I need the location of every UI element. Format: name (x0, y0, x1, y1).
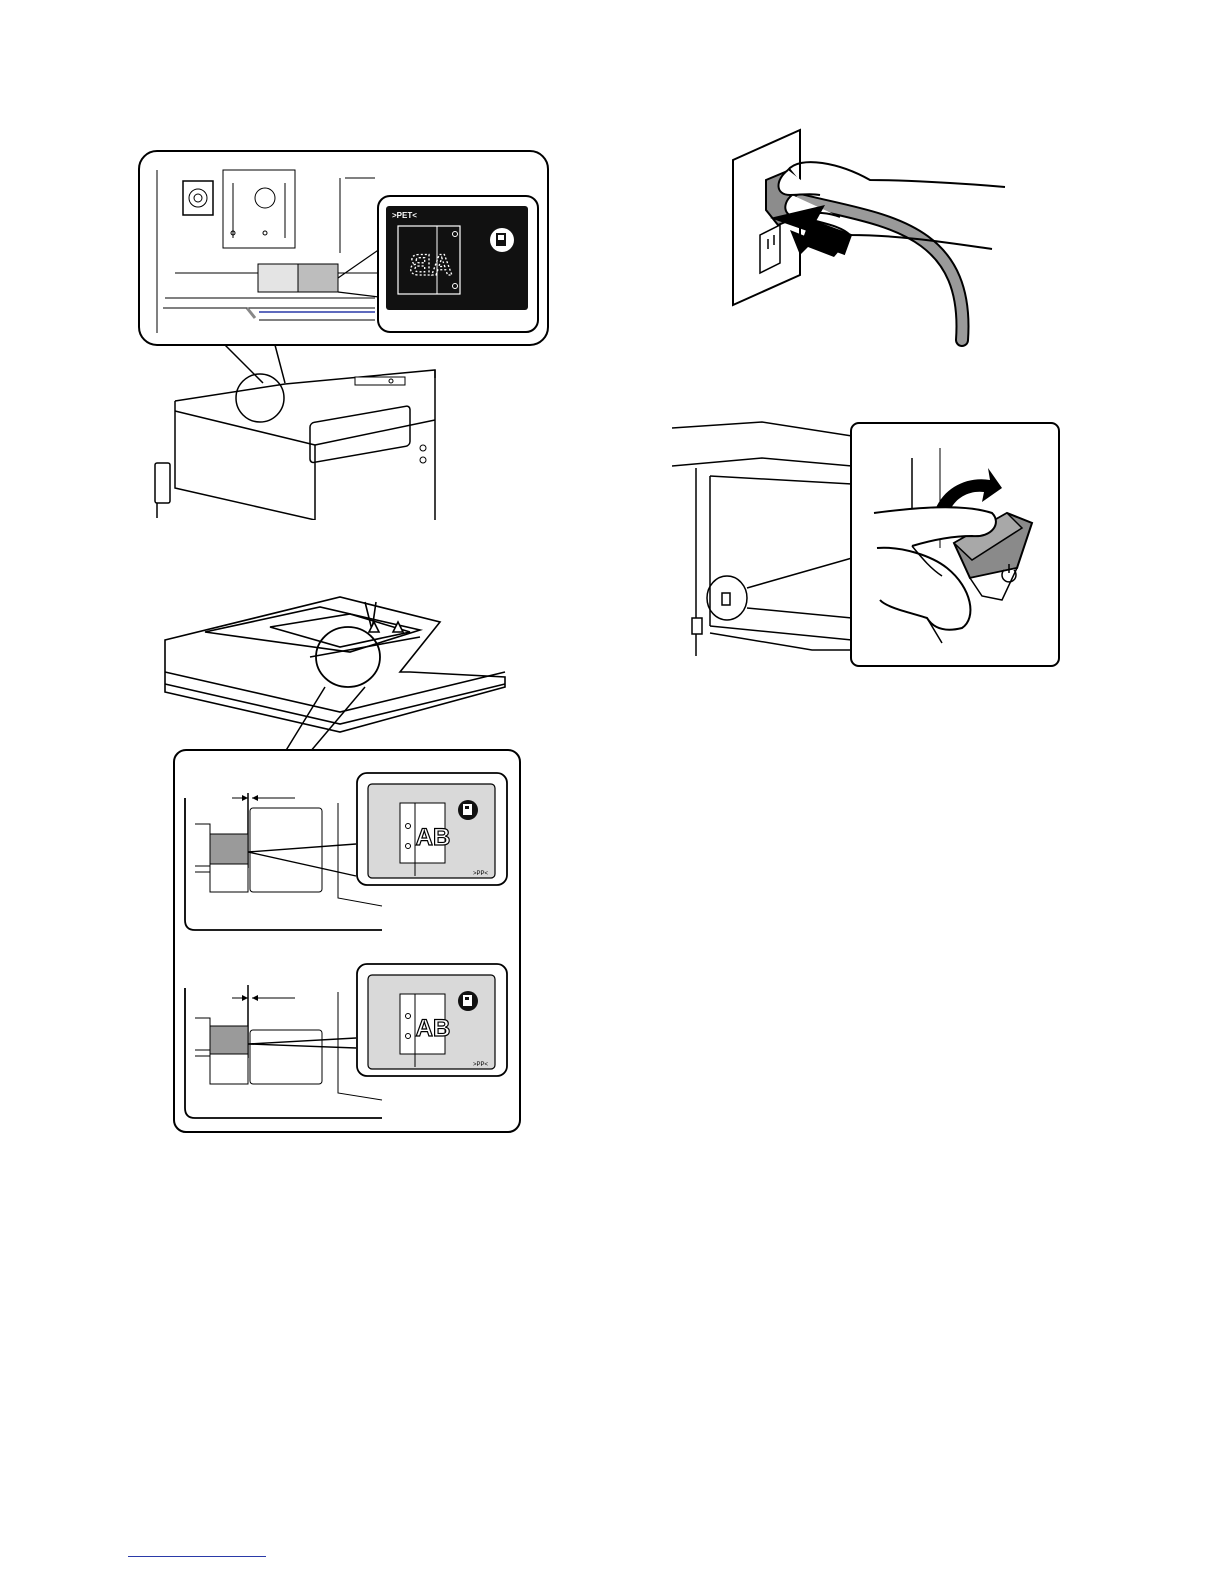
paper-orientation-icon (458, 800, 478, 820)
figure-power-switch (672, 418, 1064, 670)
glass-label-glyphs: AB (409, 249, 452, 282)
adf-label-text-bottom: >PP< (473, 1062, 489, 1068)
figure-adf (160, 592, 512, 752)
paper-orientation-icon (490, 228, 514, 252)
figure-glass-label: >PET< AB (135, 148, 555, 520)
glass-label-text: >PET< (392, 211, 417, 220)
adf-label-glyphs-top: AB (416, 824, 451, 851)
figure-adf-labels: AB >PP< AB >PP< (170, 748, 525, 1138)
figure-plug-outlet (730, 125, 1020, 350)
callout-pointer (225, 345, 285, 383)
adf-label-glyphs-bottom: AB (416, 1015, 451, 1042)
adf-label-text-top: >PP< (473, 871, 489, 877)
paper-orientation-icon (458, 991, 478, 1011)
footer-link-rule (128, 1556, 266, 1557)
hand (788, 162, 1005, 187)
